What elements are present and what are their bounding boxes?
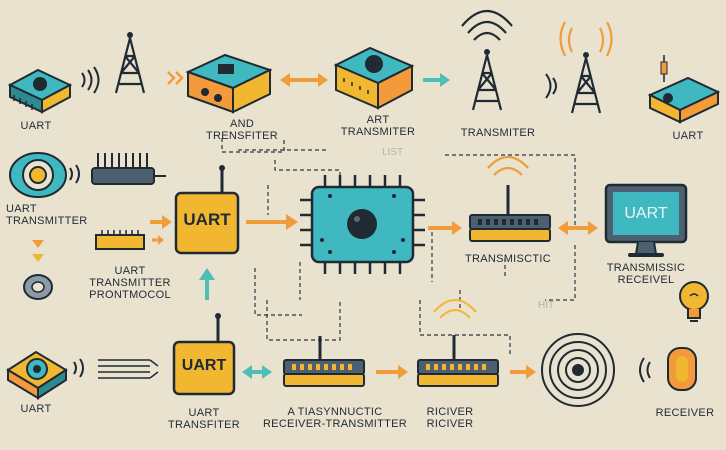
arrow-to-reciver (376, 365, 408, 379)
central-microcontroller-chip (300, 175, 425, 274)
bidirectional-arrow-3 (242, 365, 272, 379)
signal-arcs-hit (433, 299, 477, 319)
uart-box-midleft (174, 165, 240, 255)
monitor-uart-label: UART (624, 205, 668, 222)
router-riciver (417, 335, 499, 387)
label-uart-bottomleft: UART (20, 403, 52, 415)
arrow-to-transmitter (423, 73, 450, 87)
uart-module-topleft (7, 68, 73, 114)
monitor-uart (604, 183, 688, 257)
label-uart-transmitter-left: UART TRANSMITTER (6, 203, 88, 227)
sensor-target-icon (9, 152, 67, 198)
transmitter-tower-top (461, 10, 513, 112)
uart-protocol-chip (95, 230, 164, 250)
concentric-signal-icon (541, 333, 615, 407)
router-transmisctic (469, 155, 551, 242)
pcb-traces (98, 359, 159, 379)
bidirectional-arrow-2 (558, 221, 598, 235)
receiver-bottomright (639, 347, 697, 391)
coin-cell-icon (23, 274, 53, 300)
uart-module-bottomleft (6, 350, 68, 400)
signal-waves-2 (69, 164, 80, 184)
up-arrow-teal (199, 268, 215, 300)
label-and-trensfiter: AND TRENSFITER (205, 118, 279, 142)
antenna-tower-1 (114, 30, 146, 95)
arrow-down-indicator (32, 240, 44, 262)
uart-module-topright (647, 76, 721, 124)
label-uart-protocol: UART TRANSMITTER PRONTMOCOL (89, 265, 171, 301)
label-riciver: RICIVER RICIVER (426, 406, 474, 430)
art-transmitter-chip (333, 46, 415, 110)
lightbulb-icon (679, 281, 709, 322)
uart-box-bottom-label: UART (181, 357, 227, 374)
label-transmisctic: TRANSMISCTIC (464, 253, 552, 265)
tag-list: LIST (382, 147, 404, 158)
transmitter-tower-right (545, 21, 613, 115)
arrow-uart-to-chip (246, 214, 298, 230)
signal-waves-3 (73, 358, 84, 378)
label-transmiter-top: TRANSMITER (460, 127, 536, 139)
router-async-rx-tx (283, 336, 365, 387)
ic-connector (91, 153, 166, 185)
signal-waves-1 (81, 66, 100, 94)
chevron-arrow-1 (167, 71, 184, 85)
label-uart-topright: UART (672, 130, 704, 142)
transfer-device (185, 53, 273, 114)
arrow-to-concentric (510, 365, 536, 379)
arrow-chip-to-router (428, 221, 462, 235)
tag-hit: HIT (538, 300, 555, 311)
arrow-to-uart-box (150, 215, 172, 229)
uart-box-bottom (172, 313, 236, 396)
label-transmissic-receivel: TRANSMISSIC RECEIVEL (606, 262, 686, 286)
bidirectional-arrow-1 (280, 73, 328, 87)
label-async-receiver-transmitter: A TIASYNNUCTIC RECEIVER-TRANSMITTER (262, 406, 408, 430)
label-receiver-bottomright: RECEIVER (655, 407, 715, 419)
label-uart-topleft: UART (20, 120, 52, 132)
dashed-connectors (221, 138, 576, 355)
label-uart-transfiter: UART TRANSFITER (167, 407, 241, 431)
resistor-icon (660, 55, 668, 82)
uart-box-midleft-label: UART (183, 210, 231, 229)
label-art-transmiter: ART TRANSMITER (340, 114, 416, 138)
